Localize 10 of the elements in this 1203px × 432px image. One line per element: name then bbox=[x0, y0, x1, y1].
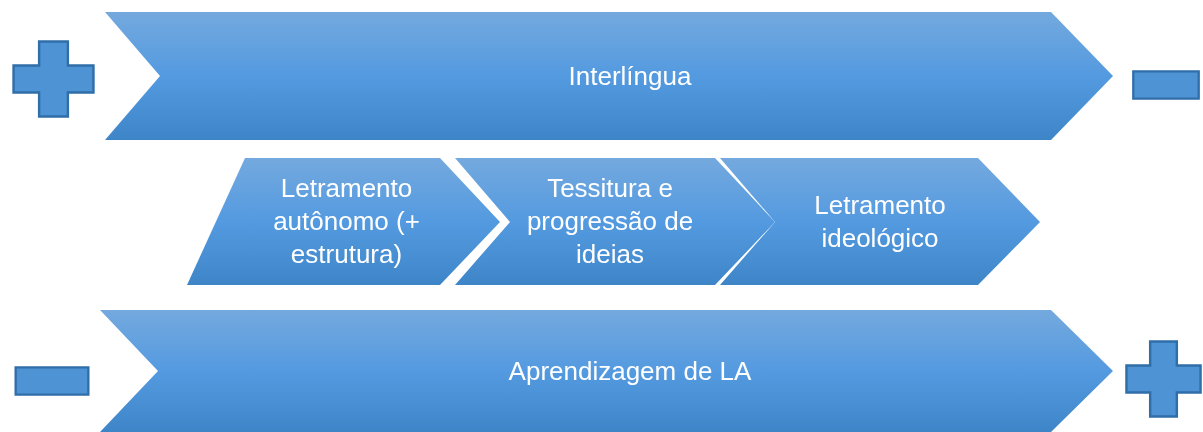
chevron-label: Interlíngua bbox=[568, 59, 692, 93]
process-band bbox=[100, 310, 1113, 432]
process-band bbox=[720, 158, 1040, 285]
process-band bbox=[105, 12, 1113, 140]
chevron-label: Letramento ideológico bbox=[813, 188, 947, 255]
chevron-label: Letramento autônomo (+ estrutura) bbox=[272, 172, 421, 271]
process-band bbox=[187, 158, 500, 285]
chevron-label: Aprendizagem de LA bbox=[508, 354, 752, 388]
chevron-label: Tessitura e progressão de ideias bbox=[525, 172, 695, 271]
process-band bbox=[455, 158, 775, 285]
